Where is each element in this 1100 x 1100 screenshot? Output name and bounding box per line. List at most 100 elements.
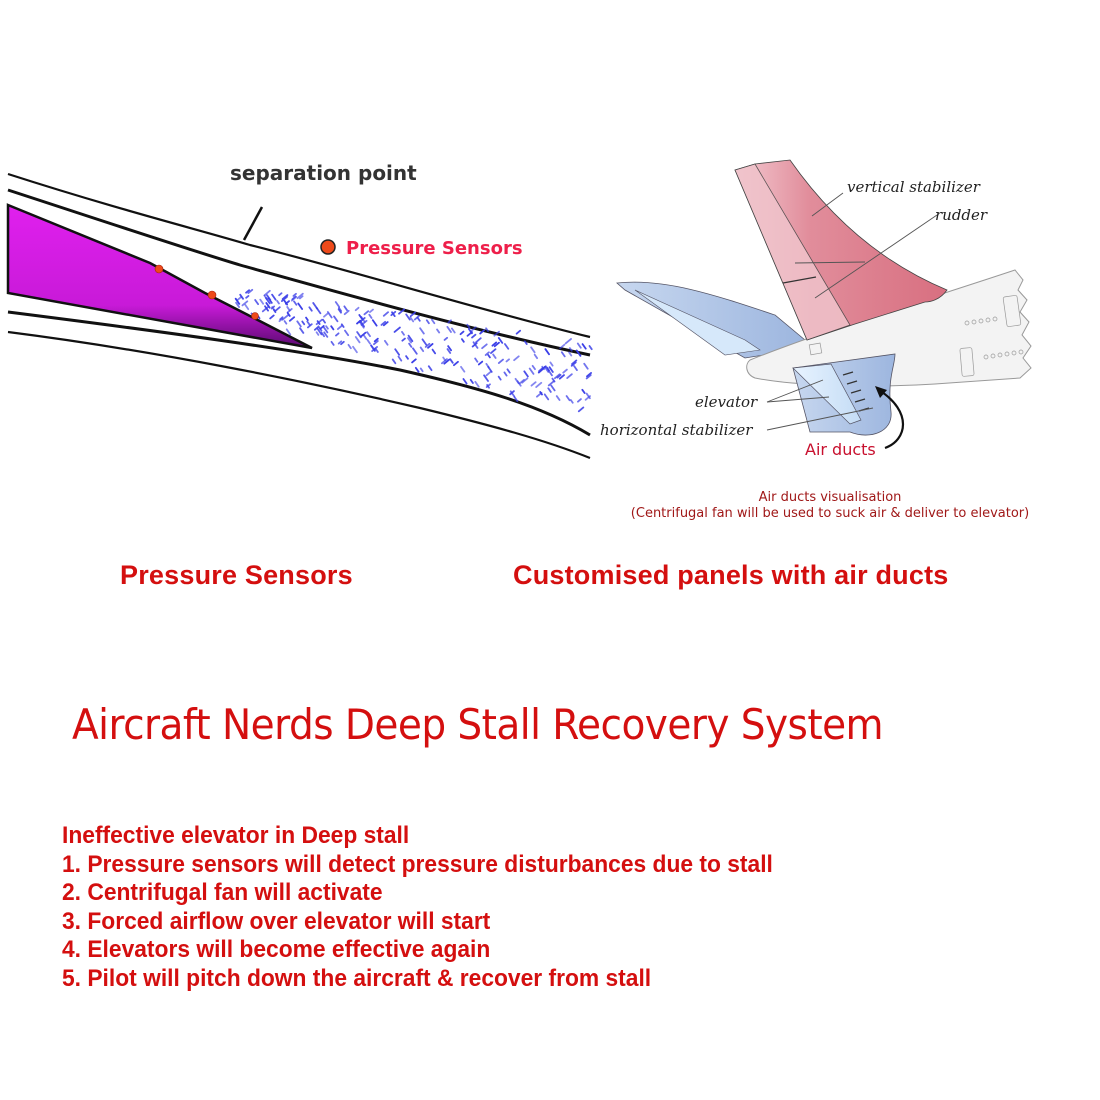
turbulence-mark bbox=[265, 302, 271, 309]
turbulence-mark bbox=[504, 343, 510, 350]
air-duct-arrowhead bbox=[875, 386, 887, 398]
turbulence-mark bbox=[539, 391, 543, 396]
turbulence-mark bbox=[497, 337, 504, 344]
turbulence-mark bbox=[487, 353, 491, 359]
turbulence-mark bbox=[337, 340, 343, 345]
turbulence-mark bbox=[521, 377, 529, 384]
turbulence-mark bbox=[405, 355, 409, 360]
pressure-sensor-dot bbox=[154, 264, 164, 274]
streamline-outer-top bbox=[7, 172, 591, 339]
turbulence-mark bbox=[431, 348, 437, 355]
turbulence-mark bbox=[416, 316, 421, 322]
turbulence-mark bbox=[427, 365, 433, 372]
turbulence-mark bbox=[409, 311, 417, 318]
turbulence-mark bbox=[267, 297, 273, 304]
turbulence-mark bbox=[281, 314, 289, 321]
turbulence-mark bbox=[554, 373, 561, 380]
turbulence-mark bbox=[446, 326, 452, 333]
turbulence-mark bbox=[408, 342, 413, 348]
turbulence-mark bbox=[275, 306, 281, 312]
turbulence-mark bbox=[241, 300, 249, 307]
turbulence-mark bbox=[421, 338, 428, 346]
turbulence-mark bbox=[313, 326, 319, 331]
turbulence-mark bbox=[335, 332, 340, 337]
turbulence-mark bbox=[586, 372, 592, 378]
turbulence-mark bbox=[537, 369, 543, 374]
turbulence-mark bbox=[497, 375, 502, 381]
caption-pressure-sensors: Pressure Sensors bbox=[120, 560, 353, 590]
turbulence-mark bbox=[485, 370, 492, 377]
turbulence-mark bbox=[347, 343, 352, 350]
turbulence-mark bbox=[443, 336, 449, 341]
turbulence-mark bbox=[407, 337, 412, 344]
airfoil-separation-diagram: separation point Pressure Sensors bbox=[6, 161, 593, 460]
turbulence-mark bbox=[436, 328, 441, 334]
turbulence-mark bbox=[322, 325, 329, 334]
turbulence-mark bbox=[566, 373, 573, 379]
turbulence-mark bbox=[479, 329, 485, 335]
turbulence-mark bbox=[323, 331, 329, 338]
turbulence-mark bbox=[588, 345, 593, 351]
turbulence-mark bbox=[405, 313, 411, 321]
turbulence-mark bbox=[577, 398, 582, 403]
turbulence-mark bbox=[531, 364, 536, 371]
turbulence-mark bbox=[299, 327, 305, 334]
turbulence-mark bbox=[245, 289, 251, 294]
turbulence-mark bbox=[306, 320, 311, 326]
turbulence-mark bbox=[326, 311, 333, 319]
turbulence-mark bbox=[543, 365, 550, 373]
turbulence-mark bbox=[547, 387, 552, 393]
turbulence-mark bbox=[352, 345, 358, 354]
turbulence-mark bbox=[305, 316, 309, 322]
turbulence-mark bbox=[322, 318, 326, 324]
page-title: Aircraft Nerds Deep Stall Recovery Syste… bbox=[72, 700, 884, 749]
turbulence-mark bbox=[543, 393, 550, 401]
rudder-label: rudder bbox=[935, 206, 988, 224]
turbulence-mark bbox=[409, 316, 415, 323]
turbulence-mark bbox=[447, 319, 452, 324]
recovery-steps: Ineffective elevator in Deep stall 1. Pr… bbox=[62, 822, 810, 993]
turbulence-mark bbox=[296, 320, 302, 328]
turbulence-mark bbox=[483, 374, 489, 382]
turbulence-mark bbox=[366, 339, 371, 345]
turbulence-mark bbox=[550, 384, 556, 392]
turbulence-mark bbox=[505, 358, 510, 363]
far-horizontal-stabilizer bbox=[616, 281, 806, 359]
turbulence-mark bbox=[530, 381, 537, 387]
turbulence-mark bbox=[354, 306, 360, 312]
turbulence-mark bbox=[486, 384, 490, 389]
separation-point-label: separation point bbox=[230, 161, 417, 185]
turbulence-mark bbox=[513, 355, 520, 362]
turbulence-mark bbox=[290, 296, 298, 302]
streamline-outer-bottom bbox=[7, 330, 591, 460]
turbulence-mark bbox=[356, 331, 362, 339]
turbulence-mark bbox=[485, 363, 490, 369]
turbulence-mark bbox=[398, 308, 405, 315]
turbulence-mark bbox=[424, 342, 431, 348]
turbulence-mark bbox=[312, 302, 319, 310]
turbulence-mark bbox=[344, 329, 350, 337]
turbulence-mark bbox=[461, 338, 465, 343]
turbulence-mark bbox=[474, 380, 480, 388]
step-item: 5. Pilot will pitch down the aircraft & … bbox=[62, 964, 652, 992]
turbulence-mark bbox=[546, 366, 550, 372]
turbulence-mark bbox=[333, 315, 339, 323]
turbulence-mark bbox=[234, 297, 241, 305]
step-item: 1. Pressure sensors will detect pressure… bbox=[62, 850, 773, 878]
turbulence-mark bbox=[401, 331, 405, 336]
turbulence-mark bbox=[343, 305, 348, 311]
turbulence-mark bbox=[569, 399, 574, 404]
turbulence-mark bbox=[484, 351, 490, 356]
turbulence-mark bbox=[565, 395, 571, 402]
turbulence-mark bbox=[414, 366, 420, 373]
pressure-sensors-legend-label: Pressure Sensors bbox=[346, 238, 523, 259]
turbulence-mark bbox=[493, 330, 500, 337]
turbulence-mark bbox=[571, 359, 578, 365]
turbulence-mark bbox=[425, 319, 430, 325]
turbulence-mark bbox=[330, 325, 335, 331]
turbulence-mark bbox=[453, 360, 459, 367]
airfoil-shape bbox=[6, 203, 313, 350]
turbulence-mark bbox=[307, 323, 313, 329]
turbulence-mark bbox=[397, 355, 403, 362]
turbulence-mark bbox=[373, 337, 379, 343]
